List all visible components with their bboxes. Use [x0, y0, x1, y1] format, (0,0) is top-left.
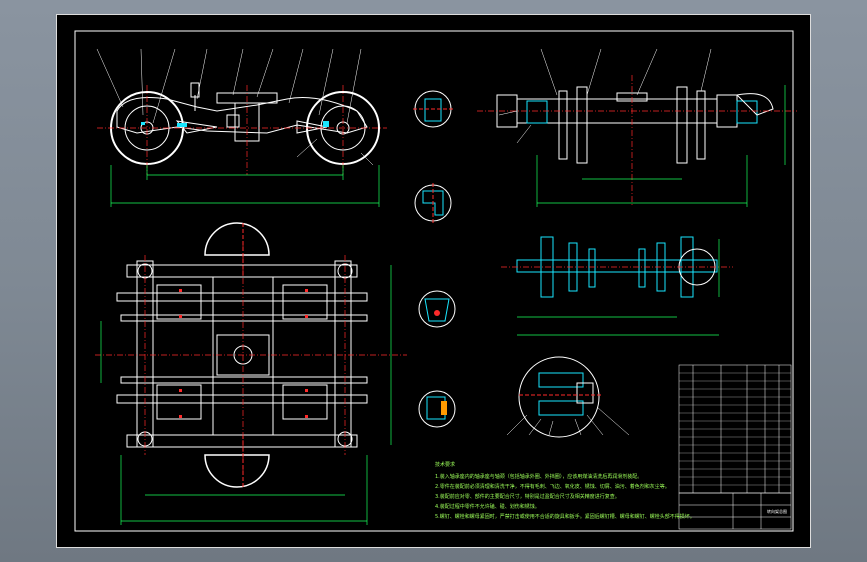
front-elevation-leaders	[96, 48, 374, 166]
drawing-sheet: 转向架总图 技术要求 1.装入轴承座内的轴承座与轴颈（包括轴承外圈、外挡圈），应…	[56, 14, 811, 548]
front-elevation-dimensions	[110, 165, 380, 207]
note-line-2: 2.零件在装配前必须清理和清洗干净，不得有毛刺、飞边、氧化皮、锈蚀、切屑、油污、…	[435, 484, 670, 490]
drawing-name: 转向架总图	[767, 508, 787, 514]
plan-view-hatch	[179, 289, 308, 418]
axle-dimensions	[517, 239, 720, 336]
detail-circle-c	[418, 290, 456, 328]
title-block	[678, 492, 792, 530]
detail-circle-b	[414, 183, 452, 223]
inner-frame	[74, 30, 794, 532]
front-elevation-hatch	[141, 121, 329, 127]
side-elevation-leaders	[498, 48, 712, 144]
detail-circle-d	[418, 390, 456, 428]
cad-drawing: 转向架总图	[74, 30, 797, 532]
parts-list-rows	[679, 372, 791, 486]
side-elevation-dimensions	[536, 85, 786, 207]
note-line-5: 5.螺钉、螺栓和螺母紧固时，严禁打击或使用不合适的旋具和扳手。紧固后螺钉槽、螺母…	[435, 514, 695, 520]
note-line-3: 3.装配前应对零、部件的主要配合尺寸，特别是过盈配合尺寸及相关精度进行复查。	[435, 494, 620, 500]
plan-view-centerlines	[95, 245, 407, 475]
note-line-1: 1.装入轴承座内的轴承座与轴颈（包括轴承外圈、外挡圈），应该用煤油清洗后再润滑剂…	[435, 474, 643, 480]
notes-title: 技术要求	[435, 462, 456, 468]
bearing-detail-leaders	[506, 406, 630, 436]
front-elevation-view	[110, 82, 380, 165]
detail-circle-a	[413, 90, 453, 128]
note-line-4: 4.装配过程中零件不允许磕、碰、划伤和锈蚀。	[435, 504, 540, 510]
side-elevation-centerlines	[477, 75, 797, 205]
front-elevation-centerlines	[97, 85, 387, 175]
plan-view-dimensions	[100, 265, 392, 525]
side-elevation-view	[496, 86, 774, 164]
bearing-detail-view	[518, 356, 603, 438]
